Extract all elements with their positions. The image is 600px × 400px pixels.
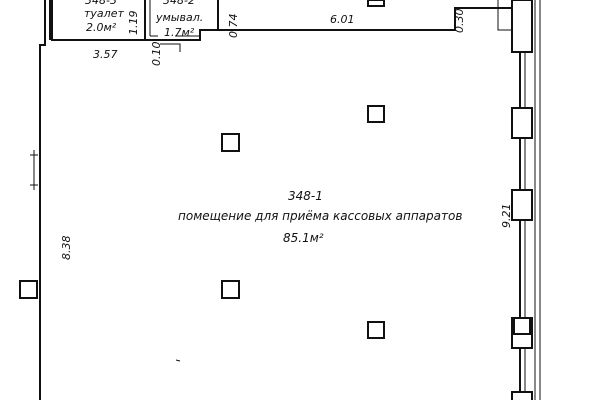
door-mark	[30, 150, 38, 190]
washroom-number: 348-2	[163, 0, 195, 7]
toilet-walls	[49, 0, 200, 52]
column	[221, 280, 240, 299]
column	[19, 280, 38, 299]
toilet-number: 348-3	[85, 0, 117, 7]
column	[367, 105, 385, 123]
column	[221, 133, 240, 152]
column	[367, 0, 385, 7]
dim-top-right: 0.30	[453, 9, 466, 34]
toilet-name: туалет	[84, 7, 124, 20]
marker	[175, 359, 181, 362]
washroom-name: умывал.	[155, 11, 203, 24]
window-frames	[511, 0, 533, 400]
dim-right-height: 9.21	[500, 204, 513, 229]
dim-left-height: 8.38	[60, 236, 73, 261]
main-room-number: 348-1	[288, 189, 323, 203]
toilet-area: 2.0м²	[86, 21, 117, 34]
columns	[19, 0, 531, 339]
dim-washroom-side: 0.74	[227, 14, 240, 39]
dim-toilet-width: 3.57	[93, 48, 118, 61]
dim-partition: 0.10	[150, 42, 163, 67]
dim-toilet-side: 1.19	[127, 11, 140, 36]
column	[367, 321, 385, 339]
dim-top-width: 6.01	[330, 13, 355, 26]
washroom-area: 1.7м²	[164, 26, 195, 39]
main-room-name: помещение для приёма кассовых аппаратов	[178, 209, 462, 223]
main-room-area: 85.1м²	[283, 231, 324, 245]
column	[513, 317, 531, 335]
